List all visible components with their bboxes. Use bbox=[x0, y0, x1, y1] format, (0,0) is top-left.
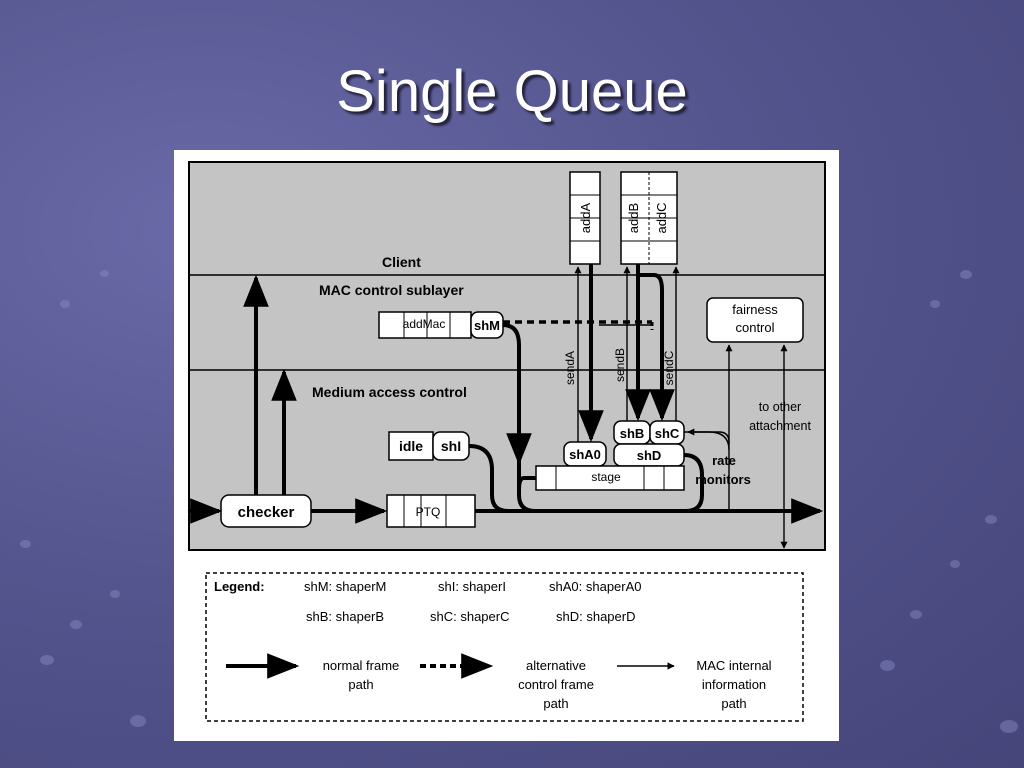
shI-shaper: shI bbox=[432, 431, 470, 461]
information-paths bbox=[574, 266, 788, 549]
legend-alternative-line3: path bbox=[543, 696, 568, 711]
addA-label: addA bbox=[578, 202, 593, 233]
legend-entry: shD: shaperD bbox=[556, 609, 635, 624]
background-dot bbox=[930, 300, 940, 308]
background-dot bbox=[110, 590, 120, 598]
addB-addC-queue: addB addC bbox=[620, 171, 678, 265]
addMac-queue: addMac bbox=[378, 311, 472, 339]
legend-title: Legend: bbox=[214, 579, 265, 594]
shC-label: shC bbox=[655, 426, 680, 441]
legend-normal-line2: path bbox=[348, 677, 373, 692]
rate-monitors-line1: rate bbox=[712, 453, 736, 468]
normal-frame-paths bbox=[189, 264, 824, 524]
diagram-figure: Client MAC control sublayer Medium acces… bbox=[174, 150, 839, 741]
diagram-svg: Client MAC control sublayer Medium acces… bbox=[188, 161, 826, 722]
shB-label: shB bbox=[620, 426, 645, 441]
sendC-label: sendC bbox=[662, 350, 676, 385]
shA0-label: shA0 bbox=[569, 447, 601, 462]
ptq-label: PTQ bbox=[416, 505, 441, 519]
shA0-shaper: shA0 bbox=[563, 441, 607, 467]
shB-shaper: shB bbox=[613, 420, 651, 445]
shD-label: shD bbox=[637, 448, 662, 463]
fairness-control-block: fairness control bbox=[706, 297, 804, 343]
checker-block: checker bbox=[220, 494, 312, 528]
stage-label: stage bbox=[591, 470, 621, 484]
legend-entry: shB: shaperB bbox=[306, 609, 384, 624]
shI-label: shI bbox=[441, 438, 461, 454]
legend-normal-line1: normal frame bbox=[323, 658, 400, 673]
legend-entry: shC: shaperC bbox=[430, 609, 509, 624]
checker-label: checker bbox=[238, 504, 295, 521]
background-dot bbox=[130, 715, 146, 727]
background-dot bbox=[880, 660, 895, 671]
background-dot bbox=[960, 270, 972, 279]
background-dot bbox=[910, 610, 922, 619]
background-dot bbox=[950, 560, 960, 568]
sendA-label: sendA bbox=[563, 351, 577, 385]
shM-shaper: shM bbox=[470, 311, 504, 339]
shC-shaper: shC bbox=[649, 420, 685, 445]
background-dot bbox=[20, 540, 31, 548]
to-other-line2: attachment bbox=[749, 419, 811, 433]
sendB-label: sendB bbox=[613, 348, 627, 382]
legend-entry: shM: shaperM bbox=[304, 579, 386, 594]
background-dot bbox=[1000, 720, 1018, 733]
background-dot bbox=[40, 655, 54, 665]
stage-queue: stage bbox=[535, 465, 685, 491]
legend-alternative-line2: control frame bbox=[518, 677, 594, 692]
addB-label: addB bbox=[626, 203, 641, 233]
legend-box bbox=[205, 572, 804, 722]
layer-label-client: Client bbox=[382, 254, 421, 270]
ptq-queue: PTQ bbox=[386, 494, 476, 528]
shD-shaper: shD bbox=[613, 443, 685, 467]
rate-monitors-line2: monitors bbox=[695, 472, 751, 487]
legend-internal-line2: information bbox=[702, 677, 766, 692]
legend-alternative-line1: alternative bbox=[526, 658, 586, 673]
to-other-line1: to other bbox=[759, 400, 801, 414]
addA-queue: addA bbox=[569, 171, 601, 265]
idle-label: idle bbox=[399, 438, 423, 454]
shM-label: shM bbox=[474, 318, 500, 333]
addC-label: addC bbox=[654, 202, 669, 233]
layer-label-mac-control: MAC control sublayer bbox=[319, 282, 464, 298]
fairness-label-line2: control bbox=[735, 320, 774, 335]
legend-entry: shA0: shaperA0 bbox=[549, 579, 642, 594]
legend-internal-line3: path bbox=[721, 696, 746, 711]
background-dot bbox=[60, 300, 70, 308]
legend-entry: shI: shaperI bbox=[438, 579, 506, 594]
background-dot bbox=[70, 620, 82, 629]
idle-queue: idle bbox=[388, 431, 434, 461]
diagram-area bbox=[188, 161, 826, 551]
slide-title: Single Queue bbox=[336, 59, 688, 124]
legend-internal-line1: MAC internal bbox=[696, 658, 771, 673]
background-dot bbox=[985, 515, 997, 524]
background-dot bbox=[100, 270, 109, 277]
addMac-label: addMac bbox=[403, 317, 446, 331]
layer-label-medium-access: Medium access control bbox=[312, 384, 467, 400]
fairness-label-line1: fairness bbox=[732, 302, 778, 317]
